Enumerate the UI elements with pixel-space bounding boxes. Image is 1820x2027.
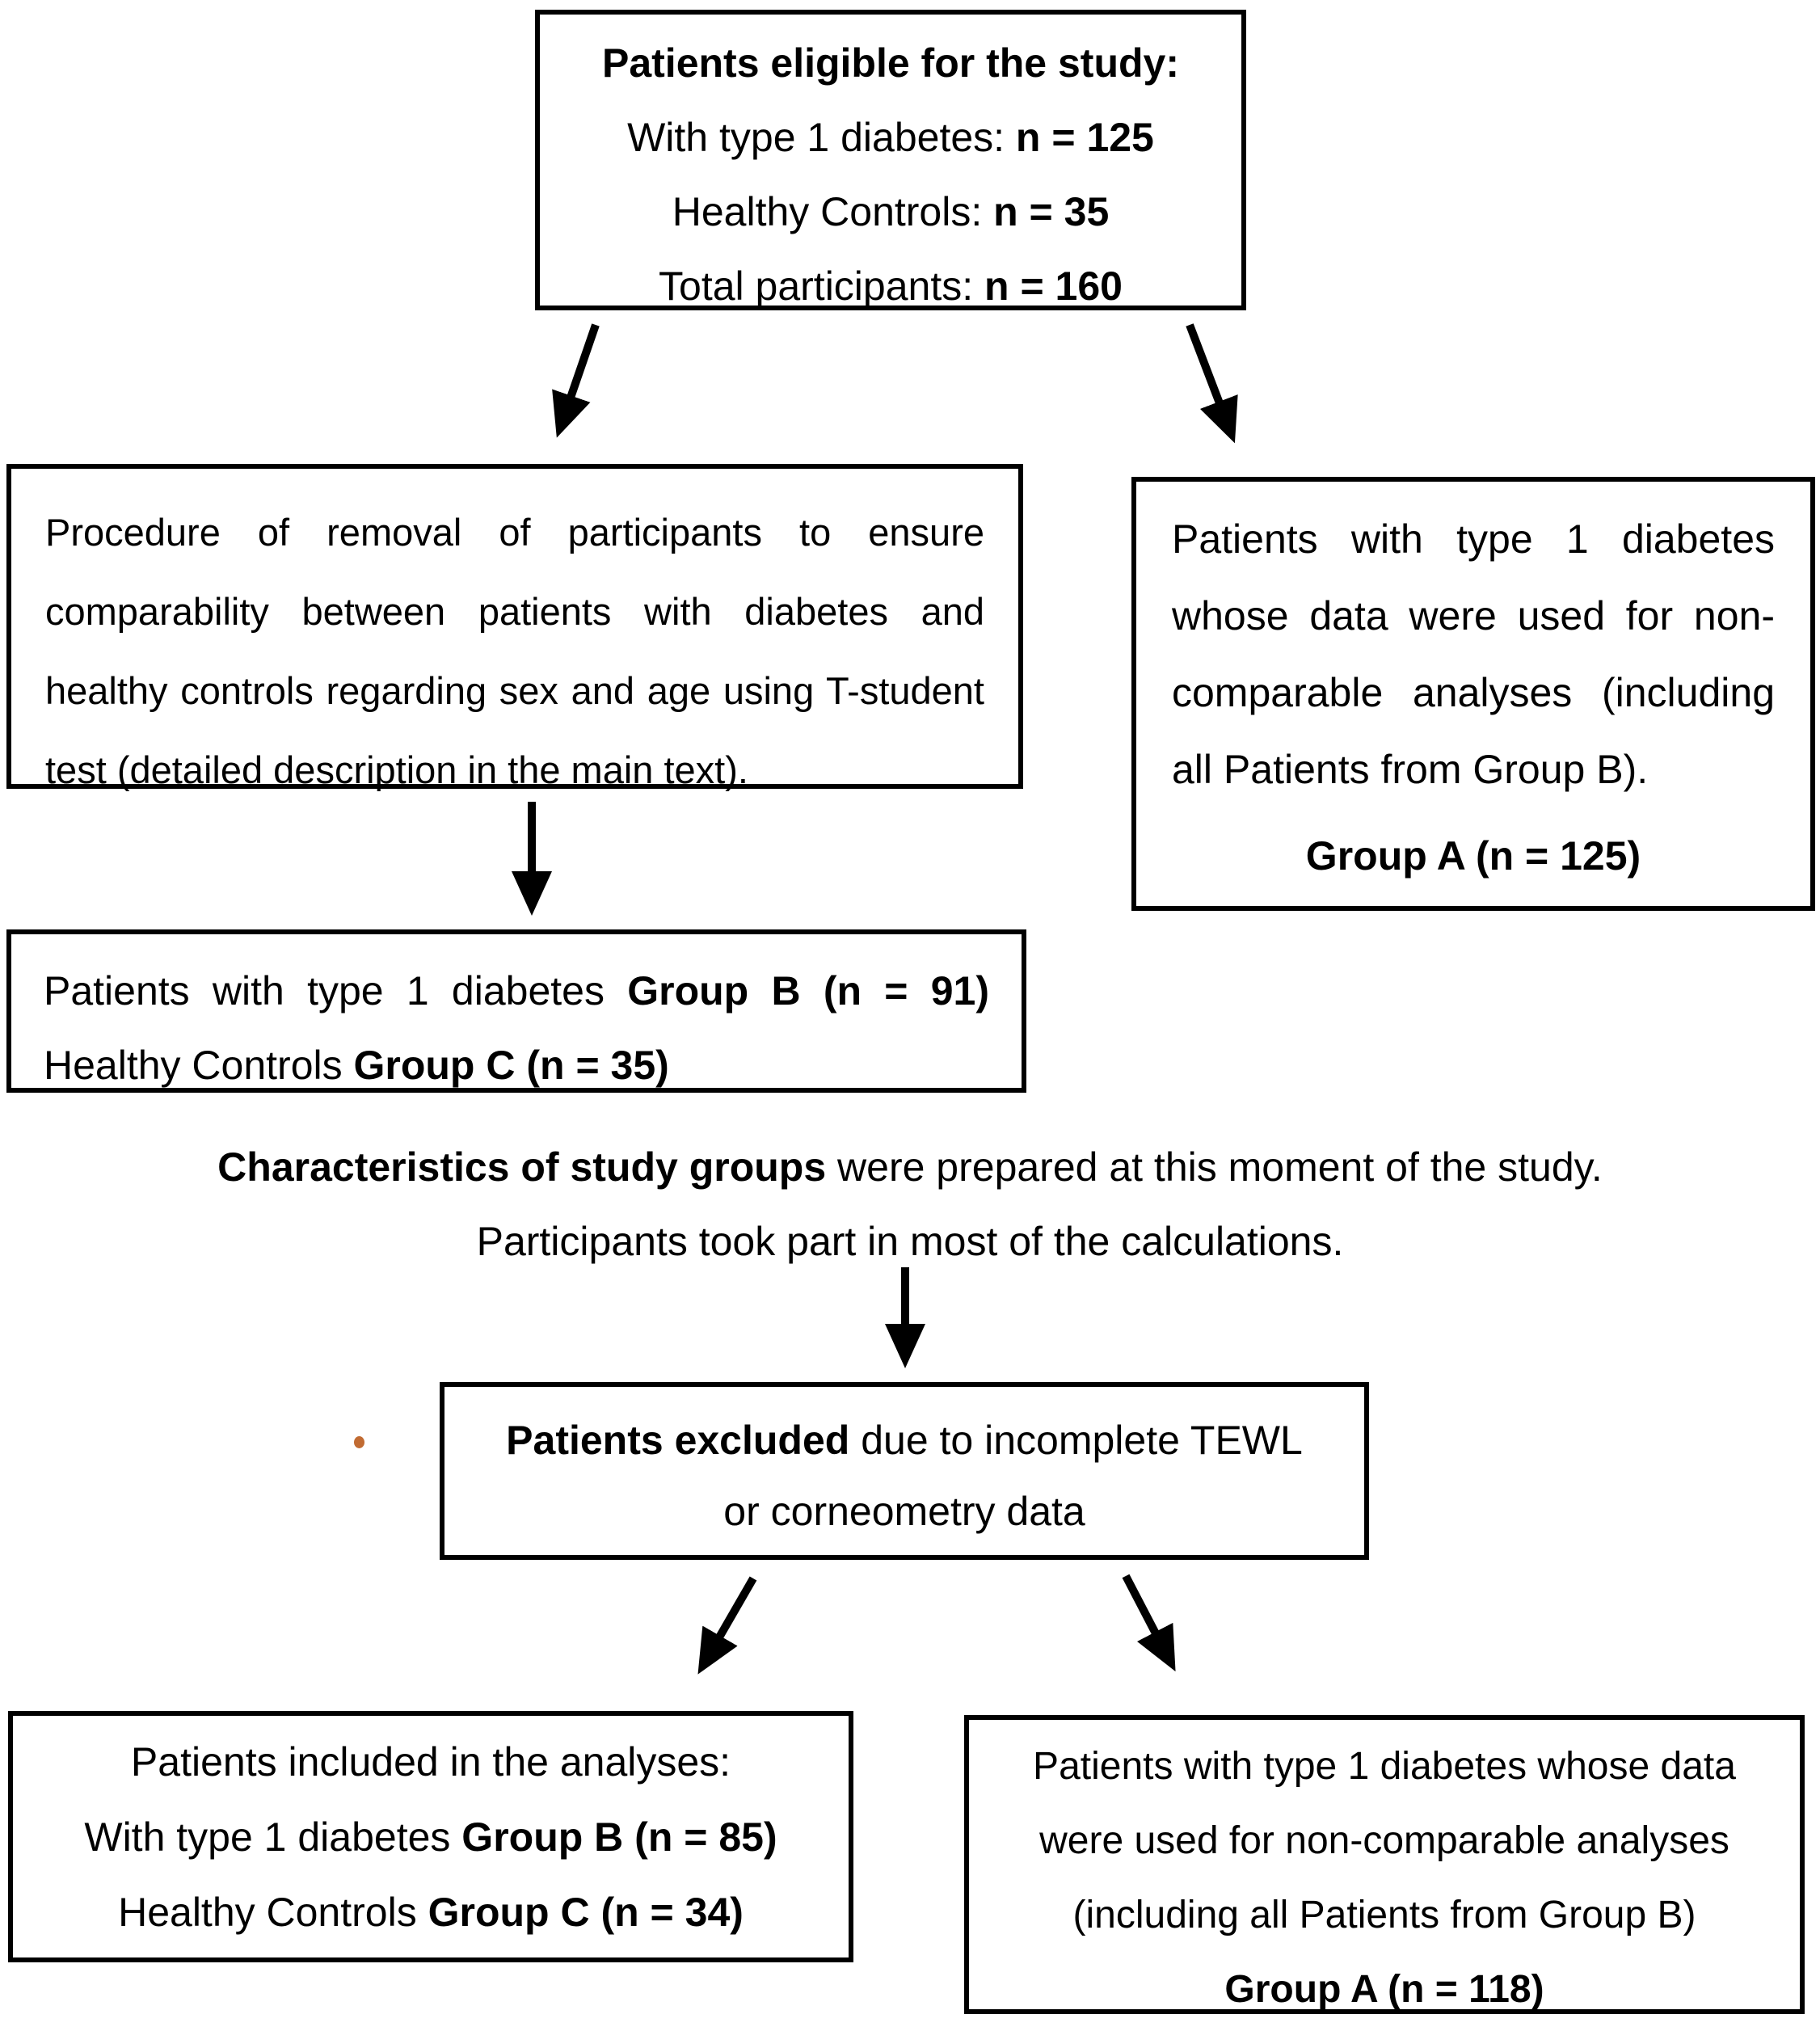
procedure-box: Procedure of removal of participants to …: [6, 464, 1023, 791]
group-a-final-line3: (including all Patients from Group B): [1072, 1894, 1696, 1936]
group-a-final-box: Patients with type 1 diabetes whose data…: [964, 1715, 1805, 2014]
eligible-title: Patients eligible for the study:: [602, 40, 1179, 86]
characteristics-line1: Characteristics of study groups were pre…: [217, 1144, 1603, 1190]
excluded-line1: Patients excluded due to incomplete TEWL: [506, 1418, 1303, 1463]
characteristics-note: Characteristics of study groups were pre…: [0, 1130, 1820, 1279]
included-group-b: With type 1 diabetes Group B (n = 85): [84, 1814, 777, 1860]
characteristics-line2: Participants took part in most of the ca…: [476, 1219, 1344, 1264]
included-group-c: Healthy Controls Group C (n = 34): [118, 1889, 744, 1935]
arrow-excluded-to-group-a-final: [1122, 1574, 1176, 1672]
included-box: Patients included in the analyses: With …: [8, 1711, 853, 1962]
excluded-line2: or corneometry data: [723, 1489, 1085, 1534]
eligible-box: Patients eligible for the study: With ty…: [535, 10, 1246, 310]
included-title: Patients included in the analyses:: [130, 1738, 731, 1785]
group-a-final-line1: Patients with type 1 diabetes whose data: [1033, 1745, 1736, 1788]
group-a-text: Patients with type 1 diabetes whose data…: [1172, 516, 1775, 792]
stray-orange-dot: [354, 1436, 364, 1448]
group-b-line: Patients with type 1 diabetes Group B (n…: [44, 968, 990, 1014]
group-a-final-label: Group A (n = 118): [1224, 1968, 1544, 2011]
arrow-top-to-group-a: [1186, 323, 1238, 444]
arrow-top-to-procedure: [552, 323, 600, 438]
group-a-box: Patients with type 1 diabetes whose data…: [1131, 477, 1815, 911]
group-c-line: Healthy Controls Group C (n = 35): [44, 1043, 669, 1088]
groups-bc-box: Patients with type 1 diabetes Group B (n…: [6, 929, 1026, 1093]
eligible-controls-count: Healthy Controls: n = 35: [672, 189, 1110, 234]
eligible-total-count: Total participants: n = 160: [659, 263, 1123, 309]
group-a-final-line2: were used for non-comparable analyses: [1039, 1819, 1729, 1862]
procedure-text: Procedure of removal of participants to …: [45, 511, 984, 791]
group-a-label: Group A (n = 125): [1305, 833, 1641, 879]
arrow-excluded-to-included: [697, 1576, 757, 1675]
eligible-diabetes-count: With type 1 diabetes: n = 125: [627, 115, 1154, 160]
excluded-box: Patients excluded due to incomplete TEWL…: [440, 1382, 1369, 1560]
